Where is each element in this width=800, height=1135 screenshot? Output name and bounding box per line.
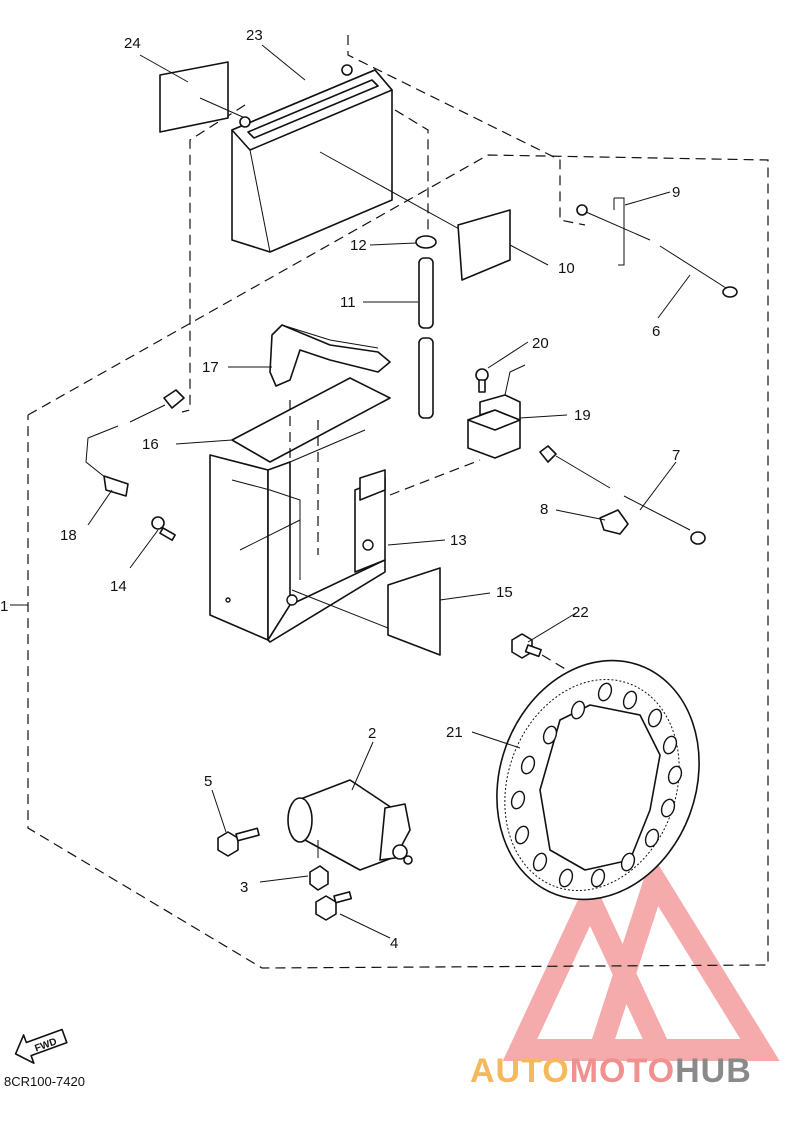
callout-21: 21 xyxy=(446,724,463,741)
part-starter-lead-7 xyxy=(539,445,706,545)
part-bolt-5 xyxy=(217,827,260,857)
part-band-12 xyxy=(415,235,437,249)
part-disc-21 xyxy=(496,659,700,901)
callout-6: 6 xyxy=(652,323,660,340)
callout-16: 16 xyxy=(142,436,159,453)
part-bolt-14 xyxy=(151,516,176,541)
assembly-boundary xyxy=(27,154,769,969)
part-band-9 xyxy=(613,197,625,266)
callout-23: 23 xyxy=(246,27,263,44)
callout-13: 13 xyxy=(450,532,467,549)
diagram-code: 8CR100-7420 xyxy=(4,1074,85,1089)
part-starter-motor-2 xyxy=(287,779,413,871)
callout-7: 7 xyxy=(672,447,680,464)
part-damper-15 xyxy=(387,567,441,656)
part-hose-11 xyxy=(418,257,434,419)
callout-5: 5 xyxy=(204,773,212,790)
callout-20: 20 xyxy=(532,335,549,352)
callout-12: 12 xyxy=(350,237,367,254)
callout-18: 18 xyxy=(60,527,77,544)
callout-11: 11 xyxy=(340,294,356,311)
part-battery-label-24 xyxy=(159,61,246,133)
leader-lines xyxy=(87,44,691,939)
callout-8: 8 xyxy=(540,501,548,518)
callout-17: 17 xyxy=(202,359,219,376)
part-nut-3 xyxy=(309,865,329,891)
part-clamp-8 xyxy=(599,509,629,535)
callout-3: 3 xyxy=(240,879,248,896)
part-screw-20 xyxy=(475,368,489,393)
callout-22: 22 xyxy=(572,604,589,621)
callout-9: 9 xyxy=(672,184,680,201)
watermark-text: AUTOMOTOHUB xyxy=(470,1052,752,1091)
part-battery-case-13 xyxy=(209,400,481,643)
part-lead-wire-18 xyxy=(85,389,185,497)
part-minus-lead-6 xyxy=(576,204,738,298)
part-starter-relay-19 xyxy=(467,364,526,459)
part-pad-10 xyxy=(457,209,511,281)
callout-14: 14 xyxy=(110,578,127,595)
part-battery-23 xyxy=(231,64,471,253)
callout-2: 2 xyxy=(368,725,376,742)
part-bolt-4 xyxy=(315,891,353,921)
callout-labels: 1 2 3 4 5 6 7 8 9 10 11 12 13 14 15 16 1… xyxy=(0,27,680,952)
callout-24: 24 xyxy=(124,35,141,52)
callout-15: 15 xyxy=(496,584,513,601)
watermark-part-hub: HUB xyxy=(675,1052,752,1090)
callout-4: 4 xyxy=(390,935,398,952)
part-battery-band-17 xyxy=(269,324,391,387)
forward-arrow-icon: FWD xyxy=(14,1028,68,1064)
watermark-part-auto: AUTO xyxy=(470,1052,570,1090)
part-sheet-16 xyxy=(231,377,391,463)
callout-19: 19 xyxy=(574,407,591,424)
callout-10: 10 xyxy=(558,260,575,277)
callout-1: 1 xyxy=(0,598,8,615)
watermark-part-moto: MOTO xyxy=(569,1052,676,1090)
